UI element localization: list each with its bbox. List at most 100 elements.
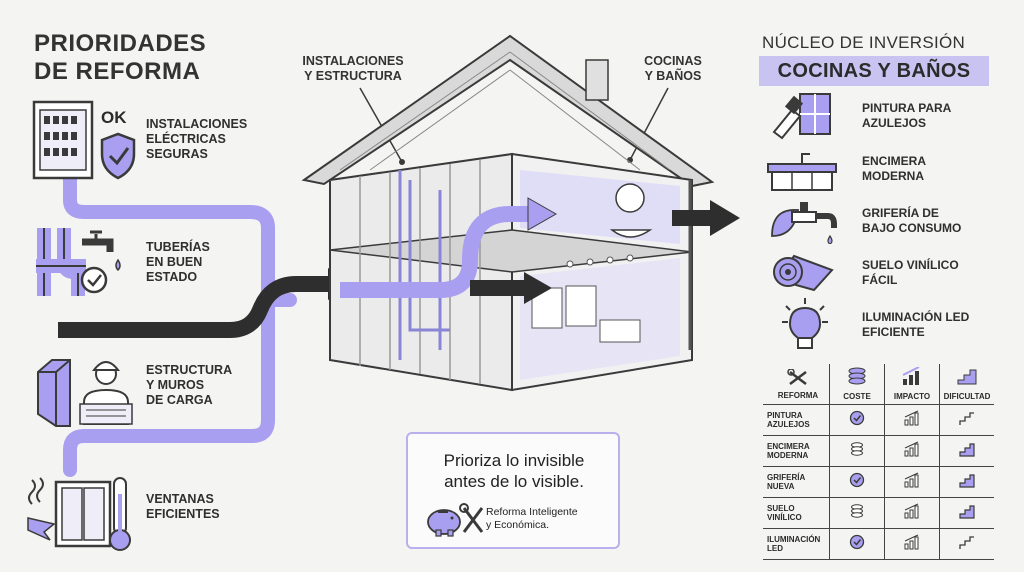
right-item-5-line2: EFICIENTE [862, 325, 925, 339]
left-item-2-label: TUBERÍAS EN BUEN ESTADO [146, 240, 210, 285]
dark-flow-arrow [58, 276, 330, 338]
tip-main-text: Prioriza lo invisible antes de lo visibl… [420, 450, 608, 492]
house-label-kitchens-line1: COCINAS [644, 54, 702, 68]
check-circle-icon [849, 534, 865, 549]
header-coste: COSTE [829, 364, 885, 405]
header-impacto-label: IMPACTO [893, 392, 931, 401]
worker-wall-icon [37, 359, 133, 427]
row-name-line1: ENCIMERA [767, 442, 810, 451]
paint-roller-icon [772, 93, 831, 140]
house-label-installations-line2: Y ESTRUCTURA [304, 69, 402, 83]
right-item-2-line2: MODERNA [862, 169, 924, 183]
row-coste-cell [829, 528, 885, 560]
tip-sub-line1: Reforma Inteligente [486, 506, 578, 518]
coins-icon [848, 367, 866, 385]
impact-bars-icon [904, 472, 919, 487]
tip-subtext: Reforma Inteligente y Económica. [486, 506, 578, 532]
stairs-icon [957, 369, 977, 385]
tip-box: Prioriza lo invisible antes de lo visibl… [406, 432, 620, 549]
house-label-kitchens: COCINAS Y BAÑOS [628, 54, 718, 84]
row-name-line2: NUEVA [767, 482, 795, 491]
row-impacto-cell [884, 528, 940, 560]
left-item-4-line2: EFICIENTES [146, 507, 220, 521]
stairs-low-icon [959, 411, 974, 425]
left-item-1-line3: SEGURAS [146, 147, 208, 161]
right-item-4-label: SUELO VINÍLICO FÁCIL [862, 258, 959, 288]
header-dificultad: DIFICULTAD [939, 364, 994, 405]
piggy-bank-tools-icon [427, 503, 484, 537]
check-circle-icon [849, 410, 865, 425]
coins-icon [851, 503, 863, 518]
priority-table: REFORMA COSTE IMPACTO DIFICULTAD PINTURA… [763, 364, 994, 560]
tip-line1: Prioriza lo invisible [443, 451, 585, 470]
left-item-3-line2: Y MUROS [146, 378, 205, 392]
stairs-low-icon [959, 535, 974, 549]
tip-sub-line2: y Económica. [486, 519, 550, 531]
right-banner: COCINAS Y BAÑOS [759, 56, 989, 86]
left-item-2-line1: TUBERÍAS [146, 240, 210, 254]
right-item-3-label: GRIFERÍA DE BAJO CONSUMO [862, 206, 961, 236]
row-name-line1: PINTURA [767, 411, 803, 420]
led-bulb-icon [782, 298, 828, 349]
row-name-line2: VINÍLICO [767, 513, 802, 522]
row-name-line1: ILUMINACIÓN [767, 535, 821, 544]
left-item-3-line1: ESTRUCTURA [146, 363, 233, 377]
header-coste-label: COSTE [843, 392, 871, 401]
row-dificultad-cell [939, 528, 994, 560]
house-label-kitchens-line2: Y BAÑOS [644, 69, 702, 83]
house-label-installations: INSTALACIONES Y ESTRUCTURA [298, 54, 408, 84]
header-reforma: REFORMA [763, 364, 830, 405]
left-item-1-label: INSTALACIONES ELÉCTRICAS SEGURAS [146, 117, 247, 162]
row-coste-cell [829, 404, 885, 436]
pipes-faucet-icon [36, 228, 121, 296]
stairs-high-icon [959, 504, 975, 519]
row-name-line1: GRIFERÍA [767, 473, 806, 482]
coins-icon [851, 441, 863, 456]
impact-chart-icon [902, 366, 920, 385]
window-thermometer-icon [27, 477, 131, 551]
right-title: NÚCLEO DE INVERSIÓN [762, 33, 966, 52]
row-dificultad-cell [939, 497, 994, 529]
row-dificultad-cell [939, 466, 994, 498]
stairs-high-icon [959, 442, 975, 457]
right-item-2-label: ENCIMERA MODERNA [862, 154, 926, 184]
arrow-to-investment [672, 200, 740, 236]
row-name-line2: MODERNA [767, 451, 809, 460]
impact-bars-icon [904, 503, 919, 518]
row-coste-cell [829, 435, 885, 467]
row-impacto-cell [884, 466, 940, 498]
left-title-line1: PRIORIDADES [34, 30, 207, 57]
left-item-2-line2: EN BUEN [146, 255, 203, 269]
tip-line2: antes de lo visible. [444, 472, 584, 491]
left-item-3-label: ESTRUCTURA Y MUROS DE CARGA [146, 363, 232, 408]
row-dificultad-cell [939, 404, 994, 436]
left-item-1-line2: ELÉCTRICAS [146, 132, 226, 146]
header-impacto: IMPACTO [884, 364, 940, 405]
header-dificultad-label: DIFICULTAD [943, 392, 991, 401]
right-item-4-line1: SUELO VINÍLICO [862, 258, 959, 272]
vinyl-roll-icon [773, 254, 834, 292]
row-dificultad-cell [939, 435, 994, 467]
left-title-line2: DE REFORMA [34, 58, 201, 85]
impact-bars-icon [904, 410, 919, 425]
row-name-line2: LED [767, 544, 783, 553]
row-impacto-cell [884, 497, 940, 529]
house-label-installations-line1: INSTALACIONES [302, 54, 404, 68]
right-item-1-label: PINTURA PARA AZULEJOS [862, 101, 951, 131]
faucet-leaf-icon [771, 202, 837, 244]
row-impacto-cell [884, 404, 940, 436]
right-item-1-line2: AZULEJOS [862, 116, 927, 130]
left-item-1-line1: INSTALACIONES [146, 117, 248, 131]
right-item-4-line2: FÁCIL [862, 273, 898, 287]
row-name-line2: AZULEJOS [767, 420, 810, 429]
left-item-2-line3: ESTADO [146, 270, 198, 284]
electrical-panel-icon [32, 100, 136, 180]
row-impacto-cell [884, 435, 940, 467]
right-item-5-label: ILUMINACIÓN LED EFICIENTE [862, 310, 969, 340]
